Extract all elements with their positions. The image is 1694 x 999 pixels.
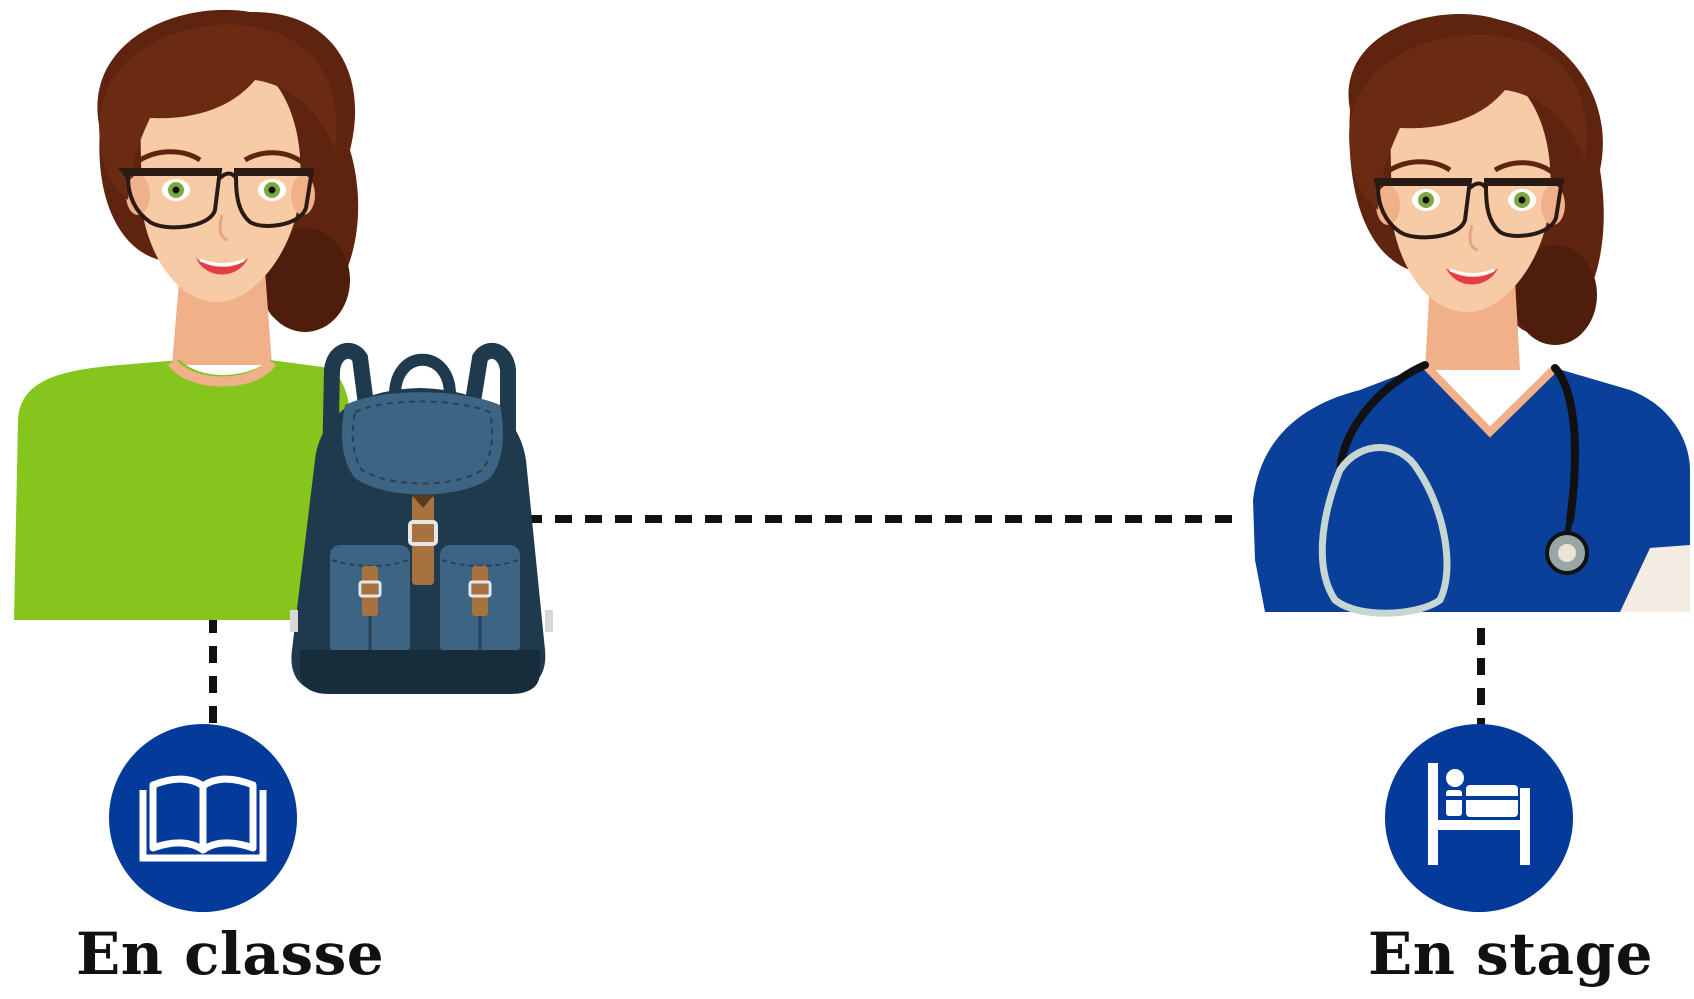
nurse-figure xyxy=(1253,14,1690,613)
in-internship-label: En stage xyxy=(1368,920,1653,988)
backpack-icon xyxy=(290,351,553,694)
open-book-icon xyxy=(109,724,297,912)
in-class-label: En classe xyxy=(76,920,384,988)
hospital-bed-icon xyxy=(1385,724,1573,912)
student-figure xyxy=(14,10,358,620)
